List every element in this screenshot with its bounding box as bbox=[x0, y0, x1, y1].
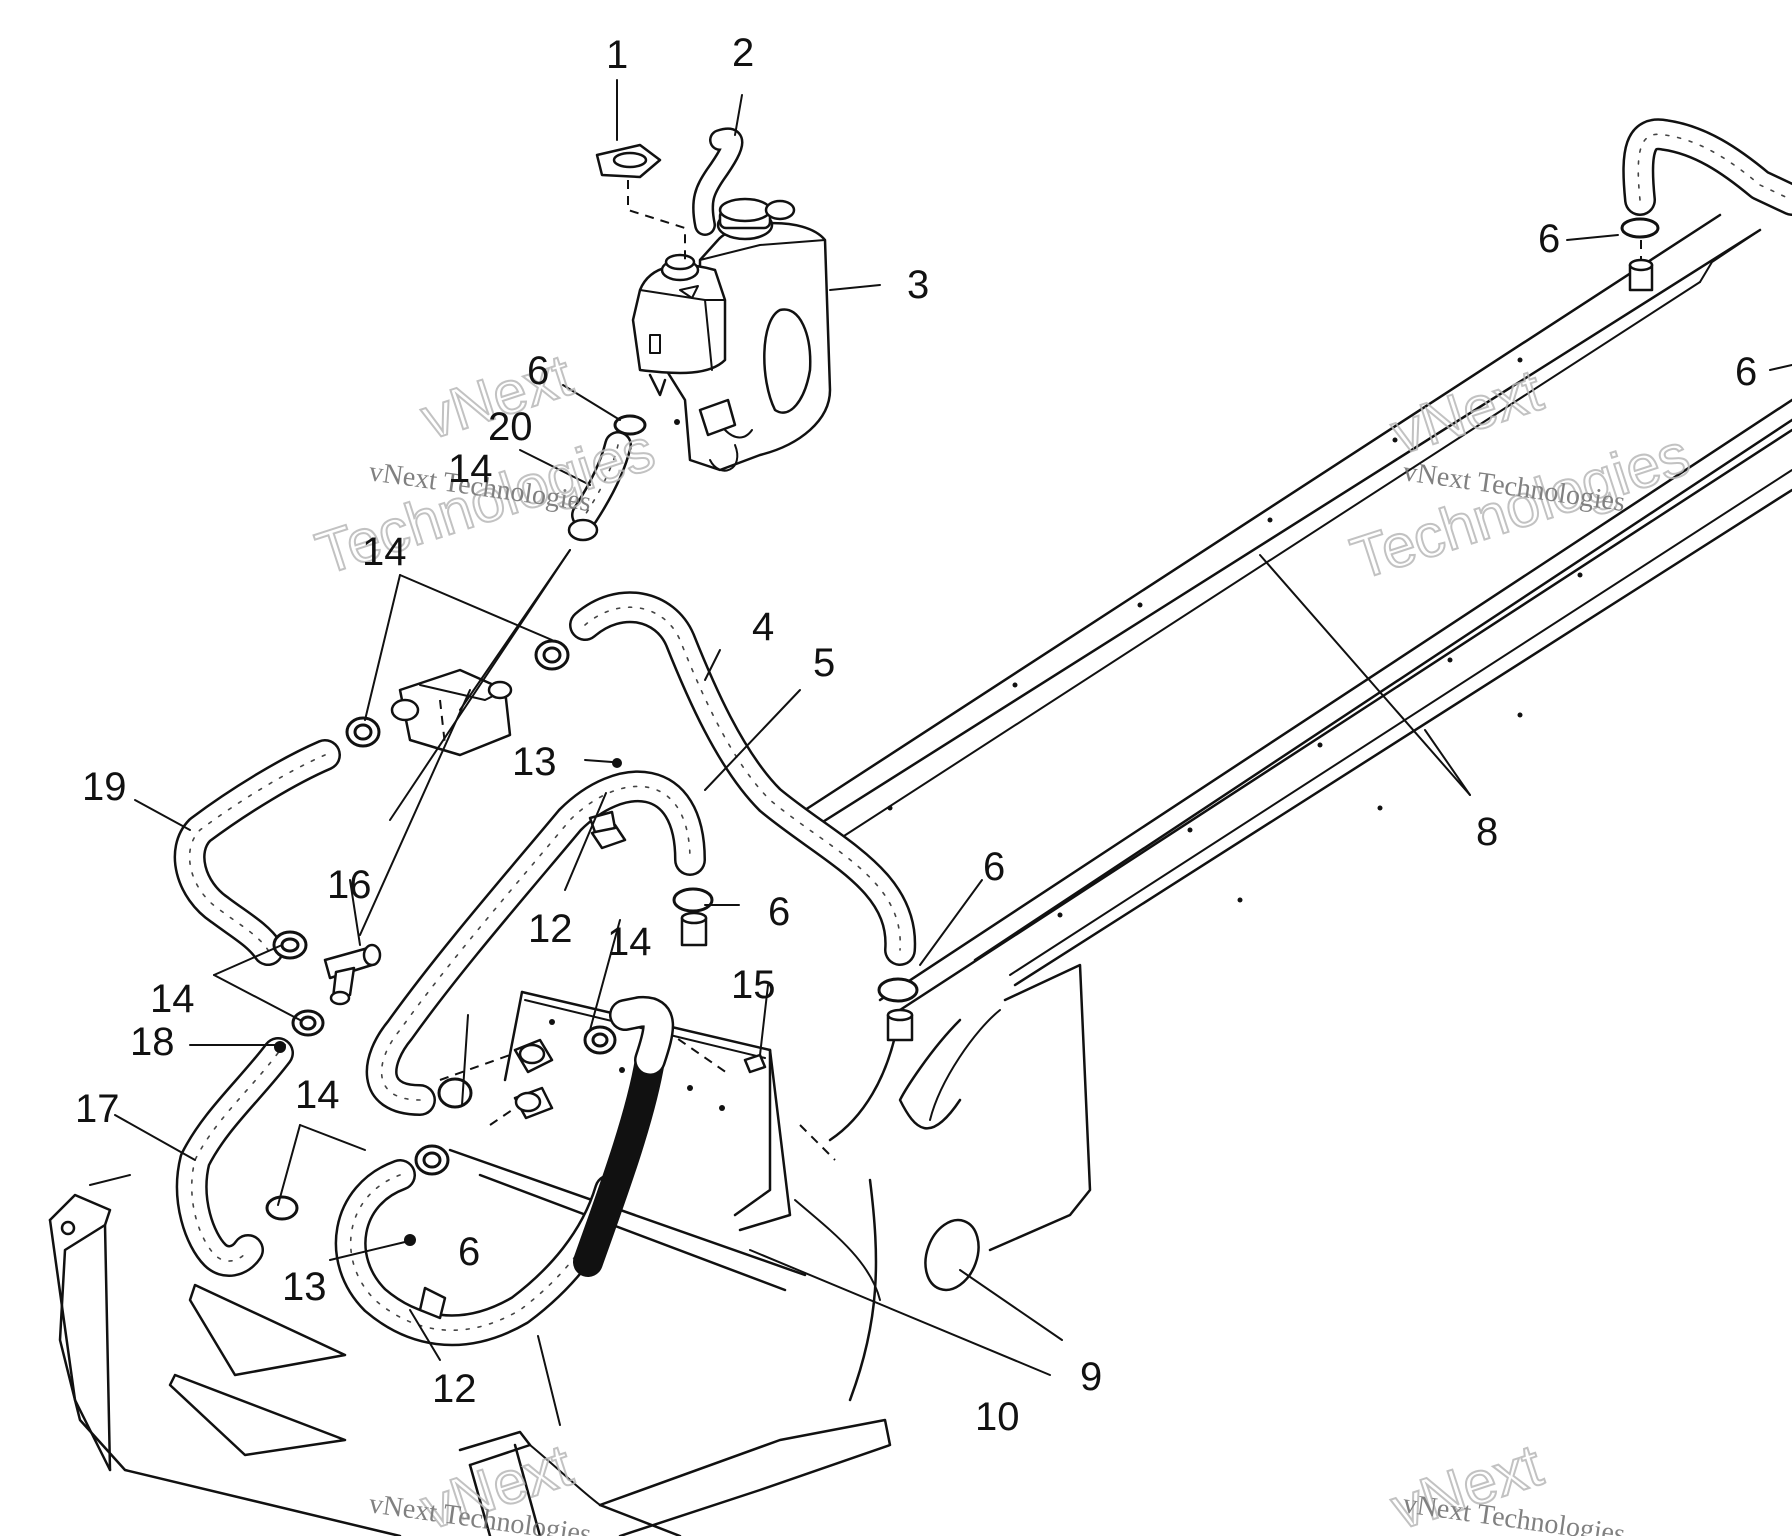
callout-14-left: 14 bbox=[150, 977, 195, 1021]
callout-12-lower: 12 bbox=[432, 1367, 477, 1411]
callout-10: 10 bbox=[975, 1395, 1020, 1439]
callout-labels: 1 2 3 4 5 6 6 6 6 6 6 8 9 10 12 12 13 13… bbox=[75, 31, 1757, 1439]
rail-rivets bbox=[887, 357, 1583, 918]
callout-6-lower-center: 6 bbox=[458, 1230, 480, 1274]
hose-17 bbox=[175, 1037, 294, 1277]
callout-8: 8 bbox=[1476, 810, 1498, 854]
hose-clamps bbox=[265, 639, 609, 1221]
callout-19: 19 bbox=[82, 765, 127, 809]
hose-19 bbox=[173, 739, 341, 966]
tunnel-rails bbox=[803, 213, 1792, 1012]
bulkhead-plate bbox=[794, 963, 1092, 1402]
callout-18: 18 bbox=[130, 1020, 175, 1064]
callout-9: 9 bbox=[1080, 1355, 1102, 1399]
callout-14-center: 14 bbox=[607, 920, 652, 964]
callout-13-upper: 13 bbox=[512, 740, 557, 784]
cap-gasket bbox=[595, 143, 686, 260]
callout-16: 16 bbox=[327, 863, 372, 907]
callout-14-upper-left: 14 bbox=[362, 530, 407, 574]
outlet-fitting-lower bbox=[513, 1086, 554, 1120]
small-fasteners bbox=[404, 758, 767, 1246]
callout-12-upper: 12 bbox=[528, 907, 573, 951]
hose-10 bbox=[334, 995, 675, 1347]
callout-17: 17 bbox=[75, 1087, 120, 1131]
callout-6-upper-right: 6 bbox=[1538, 217, 1560, 261]
callout-14-top: 14 bbox=[448, 447, 493, 491]
callout-3: 3 bbox=[907, 263, 929, 307]
callout-6-hose4: 6 bbox=[983, 845, 1005, 889]
callout-13-lower: 13 bbox=[282, 1265, 327, 1309]
upper-right-hose bbox=[1620, 118, 1792, 292]
hose-4 bbox=[569, 591, 919, 1042]
callout-6-right-edge: 6 bbox=[1735, 350, 1757, 394]
hose-5 bbox=[365, 770, 714, 1116]
coolant-reservoir bbox=[631, 197, 832, 472]
callout-15: 15 bbox=[731, 963, 776, 1007]
callout-14-lower-left: 14 bbox=[295, 1073, 340, 1117]
callout-6-hose5: 6 bbox=[768, 890, 790, 934]
callout-5: 5 bbox=[813, 641, 835, 685]
callout-20: 20 bbox=[488, 405, 533, 449]
watermark-group: vNext Technologies vNext Technologies vN… bbox=[307, 340, 1698, 1536]
watermark-vnext-top-right: vNext bbox=[1383, 356, 1550, 467]
hose-20 bbox=[567, 414, 647, 542]
callout-6-hose20-clamp: 6 bbox=[527, 349, 549, 393]
belly-pan bbox=[48, 1174, 892, 1536]
tee-fitting bbox=[323, 943, 382, 1006]
thermostat-housing bbox=[390, 668, 513, 757]
callout-1: 1 bbox=[606, 33, 628, 77]
leader-lines bbox=[114, 79, 1792, 1426]
heat-exchanger-block bbox=[439, 990, 836, 1292]
outlet-fitting-upper bbox=[513, 1038, 554, 1074]
callout-2: 2 bbox=[732, 31, 754, 75]
vent-hose bbox=[692, 127, 744, 236]
callout-4: 4 bbox=[752, 605, 774, 649]
